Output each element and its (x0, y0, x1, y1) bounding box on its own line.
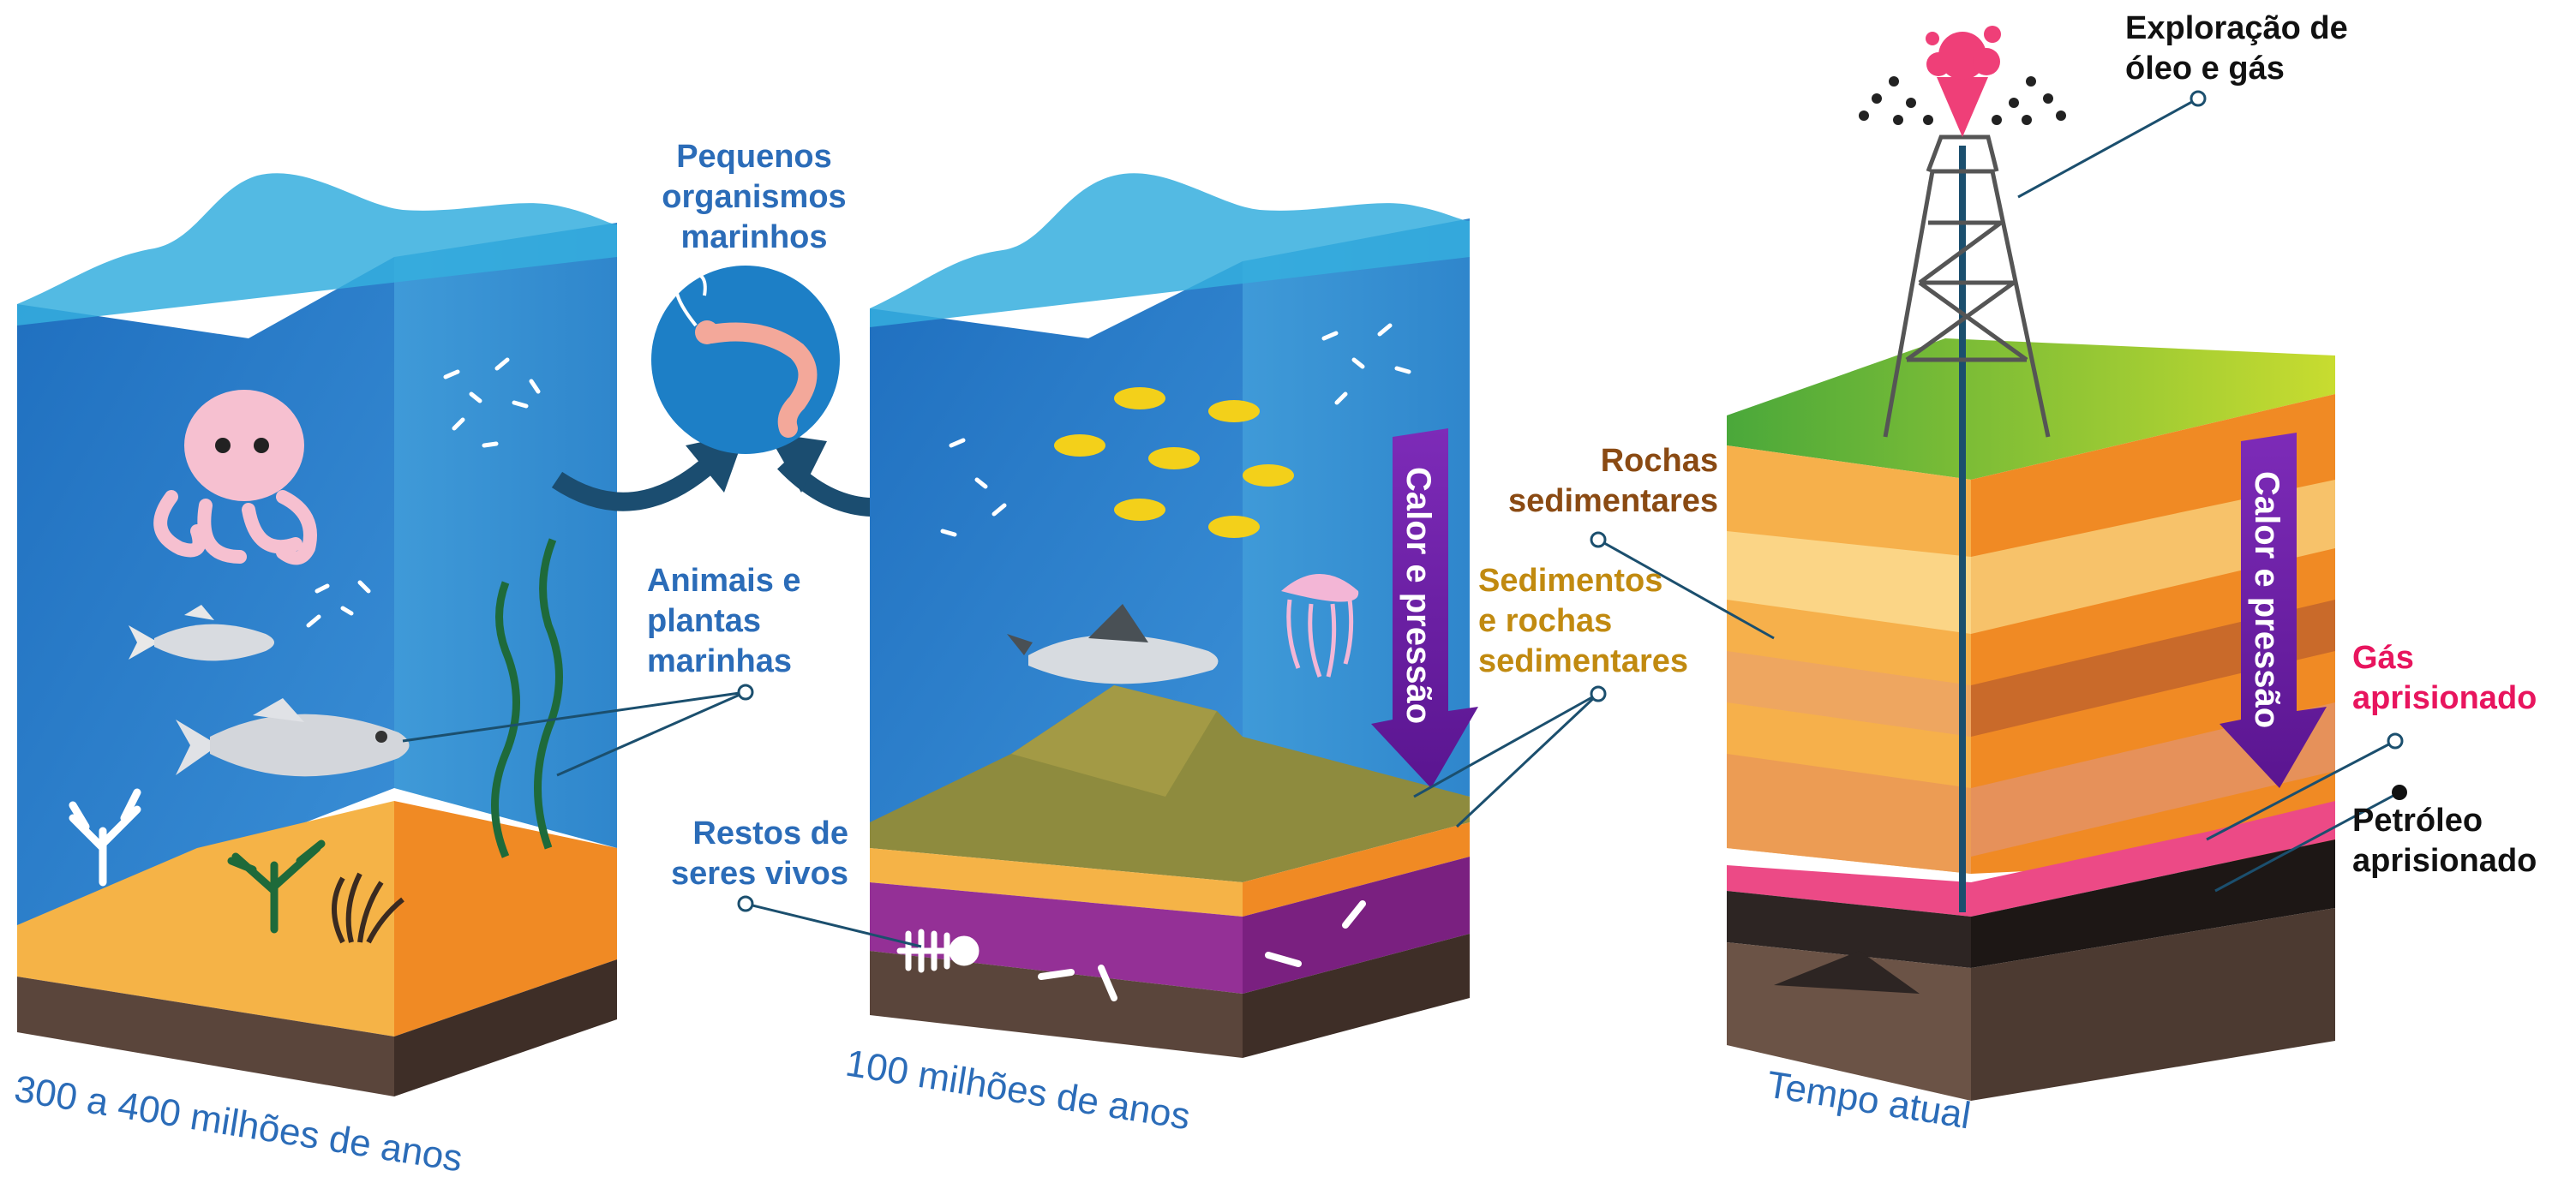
sediment-yellow-2 (870, 848, 1243, 917)
wave-top-1 (17, 173, 617, 326)
heat-pressure-arrow-2: Calor e pressão (2220, 433, 2327, 788)
seafloor-side-1 (394, 801, 617, 1037)
leader-lines (402, 97, 2400, 948)
label-oil-gas-exploration: Exploração de óleo e gás (2125, 10, 2348, 87)
caption-stage-2: 100 milhões de anos (842, 1042, 1193, 1138)
svg-text:sedimentares: sedimentares (1508, 483, 1718, 519)
svg-text:aprisionado: aprisionado (2352, 843, 2537, 879)
octopus-icon (153, 390, 317, 565)
plankton-dots (306, 357, 541, 628)
svg-text:Exploração de: Exploração de (2125, 10, 2348, 46)
fossil-layer-front-2 (870, 882, 1243, 994)
small-fish-icon (129, 605, 274, 661)
small-organisms-circle (651, 266, 840, 454)
svg-text:Gás: Gás (2352, 640, 2414, 676)
label-remains: Restos de seres vivos (671, 816, 848, 892)
leader-dots (737, 90, 2404, 912)
svg-text:plantas: plantas (647, 603, 761, 639)
svg-text:Animais e: Animais e (647, 563, 801, 599)
svg-text:e rochas: e rochas (1478, 603, 1612, 639)
green-coral-icon (227, 839, 326, 934)
bedrock-front-2 (870, 951, 1243, 1058)
big-fish-icon (176, 698, 410, 777)
block-stage-3: Calor e pressão (1727, 26, 2335, 1101)
bone-icons (1038, 900, 1366, 1001)
grass-top-3 (1727, 338, 2335, 480)
block-stage-1 (17, 173, 617, 1096)
oil-derrick-icon (1883, 134, 2051, 438)
heat-pressure-label-1: Calor e pressão (1399, 467, 1437, 724)
svg-text:Pequenos: Pequenos (676, 139, 832, 175)
wave-top-2 (870, 173, 1470, 327)
fish-skeleton-icon (896, 929, 979, 973)
svg-text:aprisionado: aprisionado (2352, 680, 2537, 716)
bedrock-front-1 (17, 977, 394, 1096)
svg-text:marinhas: marinhas (647, 643, 792, 679)
svg-text:Restos de: Restos de (692, 816, 848, 851)
oil-gusher-icon (1859, 26, 2066, 137)
svg-text:Sedimentos: Sedimentos (1478, 563, 1662, 599)
shark-icon (1007, 604, 1219, 684)
label-trapped-gas: Gás aprisionado (2352, 640, 2537, 716)
white-coral-icon (69, 788, 141, 887)
sediment-hill-2 (1011, 685, 1217, 797)
oil-leader-dot (2392, 785, 2407, 800)
bedrock-side-2 (1243, 934, 1470, 1058)
block-stage-2: Calor e pressão (870, 173, 1478, 1058)
plankton-dots-2 (940, 323, 1411, 537)
heat-pressure-arrow-1: Calor e pressão (1371, 428, 1478, 788)
label-animals-plants: Animais e plantas marinhas (647, 563, 801, 679)
sediment-orange-side-2 (1243, 822, 1470, 917)
shrimp-icon (674, 272, 818, 438)
svg-text:seres vivos: seres vivos (671, 856, 848, 892)
oil-layer-side-3 (1971, 839, 2335, 968)
svg-text:Rochas: Rochas (1601, 443, 1718, 479)
svg-text:Petróleo: Petróleo (2352, 803, 2483, 839)
label-trapped-oil: Petróleo aprisionado (2352, 803, 2537, 879)
svg-text:óleo e gás: óleo e gás (2125, 51, 2285, 87)
svg-text:sedimentares: sedimentares (1478, 643, 1688, 679)
seaweed-icon (491, 538, 563, 858)
fossil-layer-side-2 (1243, 857, 1470, 994)
svg-text:marinhos: marinhos (680, 219, 827, 255)
sea-anemone-icon (332, 872, 404, 944)
label-sedimentary-rocks: Rochas sedimentares (1508, 443, 1718, 519)
label-small-organisms: Pequenos organismos marinhos (662, 139, 846, 255)
label-sediment-rocks: Sedimentos e rochas sedimentares (1478, 563, 1688, 679)
yellow-fish-school (1054, 387, 1294, 538)
heat-pressure-label-2: Calor e pressão (2248, 471, 2285, 728)
bedrock-side-1 (394, 959, 617, 1096)
bedrock-side-3 (1971, 908, 2335, 1101)
svg-text:organismos: organismos (662, 179, 846, 215)
jellyfish-icon (1281, 574, 1359, 678)
gas-layer-3 (1727, 801, 2335, 917)
